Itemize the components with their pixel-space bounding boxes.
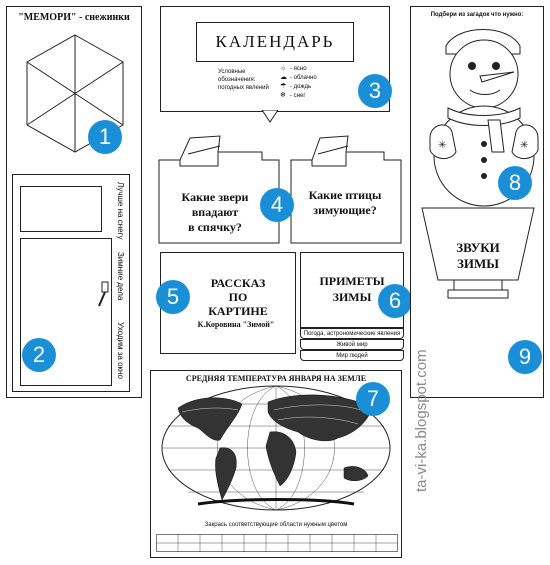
folder-top-pocket (20, 186, 102, 232)
rain-icon: ☂ (280, 82, 287, 90)
tab-label-1: Лучше на снегу (116, 182, 125, 240)
calendar-title: КАЛЕНДАРЬ (215, 32, 335, 51)
calendar-legend-heading: Условные обозначения: погодных явлений (218, 69, 269, 91)
sounds-line-1: ЗВУКИ (456, 240, 500, 255)
signs-tab-people: Мир людей (300, 350, 404, 361)
pocket-animals-shape (158, 135, 280, 244)
legend-item-clear: - ясно (290, 66, 307, 72)
badge-7: 7 (356, 382, 390, 416)
story-line-3: КАРТИНЕ (208, 304, 268, 318)
calendar-title-box (196, 22, 354, 62)
map-legend-table (156, 534, 398, 552)
birds-line-1: Какие птицы (308, 188, 382, 202)
animals-line-1: Какие звери (181, 190, 249, 204)
sounds-line-2: ЗИМЫ (456, 256, 499, 271)
snowman-heading: Подбери из загадок что нужно: (430, 12, 524, 18)
badge-9: 9 (508, 340, 542, 374)
story-line-1: РАССКАЗ (210, 276, 266, 290)
signs-tab-weather: Погода, астрономические явления (300, 328, 404, 339)
folder-bottom-pocket (20, 238, 112, 386)
world-map (161, 385, 391, 511)
tab-label-3: Уходим за окно (116, 322, 125, 379)
badge-4: 4 (260, 188, 294, 222)
hexagon-diagram (26, 34, 124, 153)
calendar-hanger (262, 110, 278, 123)
tab-label-2: Зимние дела (116, 252, 125, 301)
badge-2: 2 (22, 338, 56, 372)
birds-line-2: зимующие? (313, 203, 377, 217)
signs-line-1: ПРИМЕТЫ (319, 274, 385, 288)
map-caption: Закрась соответствующие области нужным ц… (204, 522, 348, 528)
badge-3: 3 (358, 74, 392, 108)
svg-text:✳: ✳ (438, 140, 446, 151)
signs-line-2: ЗИМЫ (332, 290, 372, 304)
animals-line-2: впадают (191, 205, 239, 219)
badge-1: 1 (88, 120, 122, 154)
story-line-2: ПО (228, 290, 248, 304)
animals-line-3: в спячку? (188, 220, 242, 234)
legend-item-snow: - снег (290, 93, 306, 99)
memory-title: "МЕМОРИ" - снежинки (18, 12, 130, 23)
cloud-icon: ☁ (280, 73, 287, 81)
signs-tab-nature: Живой мир (300, 339, 404, 350)
story-line-4: К.Коровина "Зимой" (197, 320, 275, 329)
legend-item-rain: - дождь (290, 84, 312, 90)
badge-5: 5 (156, 280, 190, 314)
badge-6: 6 (378, 284, 412, 318)
key-icon (98, 281, 109, 307)
sounds-shape (421, 207, 535, 299)
pocket-birds-shape (290, 135, 402, 244)
svg-text:✳: ✳ (520, 140, 528, 151)
map-title: СРЕДНЯЯ ТЕМПЕРАТУРА ЯНВАРЯ НА ЗЕМЛЕ (185, 374, 367, 383)
watermark: ta-vi-ka.blogspot.com (413, 349, 430, 492)
sun-icon: ☼ (280, 64, 287, 72)
tab-strip (112, 174, 130, 392)
legend-item-cloudy: - облачно (290, 75, 317, 81)
snowman-figure: ✳ ✳ (429, 29, 539, 207)
snow-icon: ❄ (280, 91, 286, 99)
badge-8: 8 (498, 166, 532, 200)
